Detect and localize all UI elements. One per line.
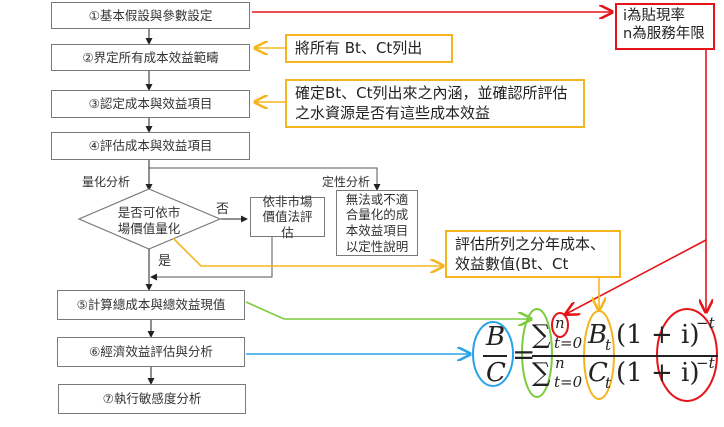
lhs-numerator: B [486,322,506,352]
note-evaluate: 評估所列之分年成本、效益數值(Bt、Ct [445,230,621,278]
step-1-box: ①基本假設與參數設定 [51,2,250,29]
red-arrow-n [566,239,707,314]
arrow-nonmarket-return [150,237,273,281]
exponent-den: −t [696,354,715,372]
blue-ellipse [472,321,514,387]
no-label: 否 [216,202,230,217]
ct-term: C [588,358,608,388]
lhs-fraction-bar [483,355,507,357]
ct-sub: t [605,374,612,392]
green-arrow [245,301,531,319]
arrow-qualitative [149,167,381,191]
note-list-all: 將所有 Bt、Ct列出 [285,34,453,63]
note-parameters: i為貼現率 n為服務年限 [615,3,715,50]
step-6-box: ⑥經濟效益評估與分析 [57,337,245,367]
note-confirm: 確定Bt、Ct列出來之內涵，並確認所評估之水資源是否有這些成本效益 [285,79,585,128]
step-4-box: ④評估成本與效益項目 [51,132,250,160]
step-2-box: ②界定所有成本效益範疇 [51,44,250,71]
quantitative-label: 量化分析 [82,175,131,189]
sum-denominator: ∑ [532,358,551,388]
lhs-denominator: C [486,358,506,388]
non-market-box: 依非市場價值法評估 [250,194,325,240]
equals-sign: = [512,338,536,371]
sum-upper-num: n [555,314,565,332]
bt-sub: t [605,336,612,354]
sum-lower-den: t=0 [554,373,583,391]
yes-label: 是 [158,254,172,269]
qualitative-label: 定性分析 [322,175,371,189]
qualitative-box: 無法或不適合量化的成本效益項目以定性說明 [336,190,418,256]
step-5-box: ⑤計算總成本與總效益現值 [57,290,245,320]
rhs-fraction-bar [532,355,718,357]
param-i: i為貼現率 [623,8,686,24]
bc-ratio-formula: B C = ∑ n t=0 B t (1 + i) −t ∑ n t=0 C t… [470,314,720,398]
step-3-box: ③認定成本與效益項目 [51,90,250,118]
step-7-box: ⑦執行敏感度分析 [58,384,246,414]
sum-numerator: ∑ [532,320,551,350]
orange-arrow-evaluate [172,237,443,266]
sum-lower-num: t=0 [554,334,583,352]
exponent-num: −t [696,314,715,332]
param-n: n為服務年限 [623,26,705,43]
green-ellipse [521,308,553,398]
discount-factor-den: (1 + i) [616,358,700,388]
sum-upper-den: n [555,354,565,372]
discount-factor-num: (1 + i) [616,320,700,350]
bt-term: B [588,320,608,350]
decision-text: 是否可依市場價值量化 [117,205,181,237]
red-ellipse-n [551,312,569,338]
